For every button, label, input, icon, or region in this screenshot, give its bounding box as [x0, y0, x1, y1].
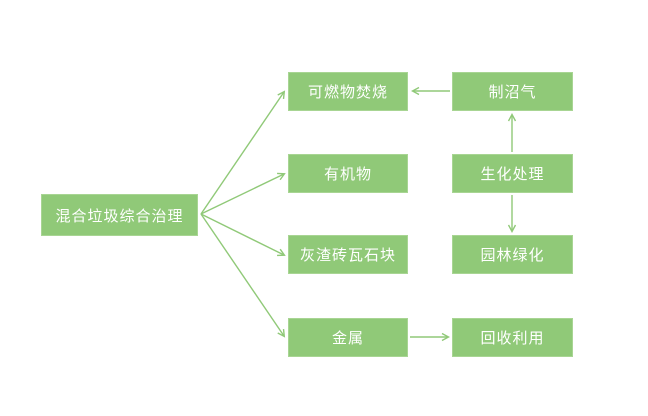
node-combustible-incineration-label: 可燃物焚烧 — [307, 84, 388, 101]
node-mixed-waste-treatment: 混合垃圾综合治理 — [41, 194, 198, 236]
node-metal-label: 金属 — [331, 330, 364, 347]
node-biogas-production-label: 制沼气 — [488, 84, 537, 101]
node-recycling: 回收利用 — [452, 318, 573, 357]
node-organic-matter: 有机物 — [288, 154, 408, 193]
edge-root-to-metal — [200, 213, 286, 338]
node-mixed-waste-treatment-label: 混合垃圾综合治理 — [55, 207, 184, 225]
node-ash-brick-stone-label: 灰渣砖瓦石块 — [299, 247, 396, 264]
node-biogas-production: 制沼气 — [452, 72, 573, 111]
node-combustible-incineration: 可燃物焚烧 — [288, 72, 408, 111]
node-landscape-greening: 园林绿化 — [452, 235, 573, 274]
edge-root-to-ash — [200, 213, 286, 257]
node-biochemical-treatment-label: 生化处理 — [480, 166, 545, 183]
node-biochemical-treatment: 生化处理 — [452, 154, 573, 193]
node-organic-matter-label: 有机物 — [323, 166, 372, 183]
node-landscape-greening-label: 园林绿化 — [480, 247, 545, 264]
edge-root-to-organic — [200, 172, 286, 215]
edge-root-to-combustible — [200, 90, 286, 215]
node-recycling-label: 回收利用 — [480, 330, 545, 347]
node-metal: 金属 — [288, 318, 408, 357]
node-ash-brick-stone: 灰渣砖瓦石块 — [288, 235, 408, 274]
